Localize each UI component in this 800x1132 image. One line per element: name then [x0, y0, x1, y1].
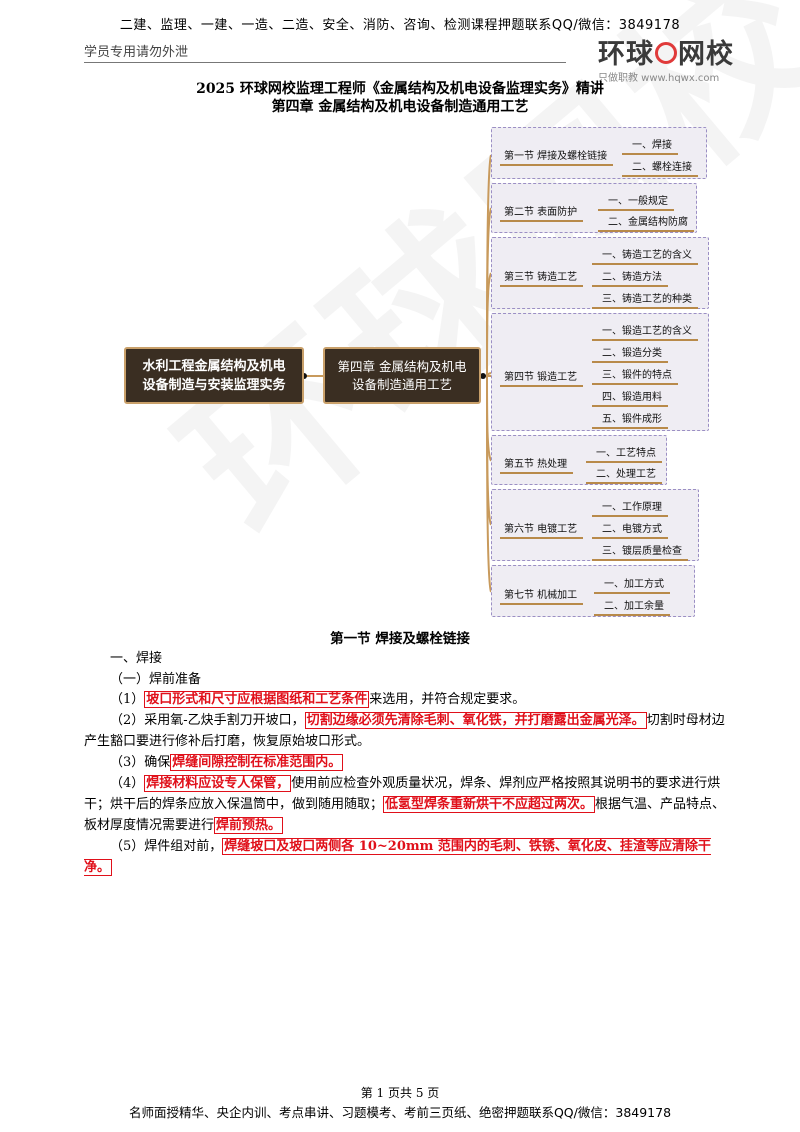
- section-item: 一、工作原理: [592, 498, 668, 517]
- p3-prefix: （3）确保: [110, 755, 171, 770]
- section-item: 三、镀层质量检查: [592, 542, 688, 561]
- mindmap-section-2: 第二节 表面防护 一、一般规定 二、金属结构防腐: [491, 183, 697, 233]
- section-label: 第一节 焊接及螺栓链接: [499, 147, 614, 166]
- section-item: 一、焊接: [622, 136, 678, 155]
- heading-welding: 一、焊接: [84, 648, 732, 669]
- section-item: 二、电镀方式: [592, 520, 668, 539]
- p4-middle: 使用前应检查外观质量状况，焊条、焊剂应严格按照其说明书的要求进行烘干；烘干后的焊…: [84, 776, 721, 812]
- section-item: 二、处理工艺: [586, 465, 662, 484]
- p2-prefix: （2）采用氧-乙炔手割刀开坡口，: [110, 713, 305, 728]
- root-line-2: 设备制造与安装监理实务: [142, 378, 286, 393]
- section-item: 二、螺栓连接: [622, 158, 698, 177]
- section-item: 三、锻件的特点: [592, 366, 678, 385]
- mindmap-section-5: 第五节 热处理 一、工艺特点 二、处理工艺: [491, 435, 667, 485]
- mindmap-section-7: 第七节 机械加工 一、加工方式 二、加工余量: [491, 565, 695, 617]
- header-divider: [84, 62, 566, 63]
- mindmap-section-3: 第三节 铸造工艺 一、铸造工艺的含义 二、铸造方法 三、铸造工艺的种类: [491, 237, 709, 309]
- section-item: 二、锻造分类: [592, 344, 668, 363]
- chapter-title: 第四章 金属结构及机电设备制造通用工艺: [271, 99, 529, 115]
- section-label: 第六节 电镀工艺: [499, 520, 584, 539]
- p4-middle-2: 根据气温、产品特点、板材厚度情况需要进行: [84, 797, 726, 833]
- logo: 环球网校 只做职教 www.hqwx.com: [598, 32, 748, 84]
- chapter-line-1: 第四章 金属结构及机电: [337, 359, 467, 374]
- section-label: 第二节 表面防护: [499, 203, 584, 222]
- mindmap-section-4: 第四节 锻造工艺 一、锻造工艺的含义 二、锻造分类 三、锻件的特点 四、锻造用料…: [491, 313, 709, 431]
- page-number: 第 1 页共 5 页: [360, 1086, 440, 1100]
- section-item: 五、锻件成形: [592, 410, 668, 429]
- paragraph-1: （1）坡口形式和尺寸应根据图纸和工艺条件来选用，并符合规定要求。: [84, 689, 732, 710]
- paragraph-4: （4）焊接材料应设专人保管，使用前应检查外观质量状况，焊条、焊剂应严格按照其说明…: [84, 773, 732, 836]
- section-label: 第五节 热处理: [499, 455, 574, 474]
- section-item: 四、锻造用料: [592, 388, 668, 407]
- section-label: 第四节 锻造工艺: [499, 368, 584, 387]
- bottom-banner: 名师面授精华、央企内训、考点串讲、习题模考、考前三页纸、绝密押题联系QQ/微信：…: [128, 1105, 672, 1120]
- paragraph-3: （3）确保焊缝间隙控制在标准范围内。: [84, 752, 732, 773]
- chapter-line-2: 设备制造通用工艺: [351, 377, 452, 392]
- paragraph-2: （2）采用氧-乙炔手割刀开坡口，切割边缘必须先清除毛刺、氧化铁，并打磨露出金属光…: [84, 710, 732, 752]
- p2-suffix: 切割时母材边产生豁口要进行修补后打磨，恢复原始坡口形式。: [84, 713, 725, 749]
- mindmap-chapter-node: 第四章 金属结构及机电 设备制造通用工艺: [323, 347, 481, 404]
- paragraph-5: （5）焊件组对前，焊缝坡口及坡口两侧各 10~20mm 范围内的毛刺、铁锈、氧化…: [84, 836, 732, 878]
- section-heading: 第一节 焊接及螺栓链接: [330, 631, 470, 647]
- logo-ring-icon: [655, 42, 677, 64]
- mindmap-section-6: 第六节 电镀工艺 一、工作原理 二、电镀方式 三、镀层质量检查: [491, 489, 699, 561]
- section-item: 二、金属结构防腐: [598, 213, 694, 232]
- section-label: 第三节 铸造工艺: [499, 268, 584, 287]
- h2-text: （一）焊前准备: [110, 672, 202, 687]
- p4-prefix: （4）: [110, 776, 145, 791]
- h1-text: 一、焊接: [110, 651, 163, 666]
- p2-highlight: 切割边缘必须先清除毛刺、氧化铁，并打磨露出金属光泽。: [304, 712, 647, 729]
- logo-wordmark: 环球网校: [598, 39, 734, 70]
- section-item: 二、铸造方法: [592, 268, 668, 287]
- heading-preparation: （一）焊前准备: [84, 669, 732, 690]
- p4-highlight-3: 焊前预热。: [214, 817, 284, 834]
- section-item: 一、工艺特点: [586, 444, 662, 463]
- p3-highlight: 焊缝间隙控制在标准范围内。: [170, 754, 344, 771]
- p1-suffix: 来选用，并符合规定要求。: [369, 692, 526, 707]
- p5-prefix: （5）焊件组对前，: [110, 839, 223, 854]
- p1-highlight: 坡口形式和尺寸应根据图纸和工艺条件: [144, 691, 370, 708]
- root-line-1: 水利工程金属结构及机电: [142, 359, 286, 374]
- document-title: 2025 环球网校监理工程师《金属结构及机电设备监理实务》精讲: [196, 81, 604, 97]
- section-item: 一、铸造工艺的含义: [592, 246, 698, 265]
- section-item: 二、加工余量: [594, 597, 670, 616]
- p1-prefix: （1）: [110, 692, 145, 707]
- top-banner: 二建、监理、一建、一造、二造、安全、消防、咨询、检测课程押题联系QQ/微信：38…: [119, 18, 681, 33]
- staff-note: 学员专用请勿外泄: [84, 45, 189, 60]
- mindmap-section-1: 第一节 焊接及螺栓链接 一、焊接 二、螺栓连接: [491, 127, 707, 179]
- section-item: 一、锻造工艺的含义: [592, 322, 698, 341]
- p4-highlight-2: 低氢型焊条重新烘干不应超过两次。: [383, 796, 596, 813]
- logo-tagline: 只做职教 www.hqwx.com: [598, 73, 720, 84]
- section-item: 一、一般规定: [598, 192, 674, 211]
- section-item: 三、铸造工艺的种类: [592, 290, 698, 309]
- mindmap-root-node: 水利工程金属结构及机电 设备制造与安装监理实务: [124, 347, 304, 404]
- p5-highlight: 焊缝坡口及坡口两侧各 10~20mm 范围内的毛刺、铁锈、氧化皮、挂渣等应清除干…: [84, 838, 711, 876]
- mindmap-connectors: [301, 154, 492, 593]
- section-label: 第七节 机械加工: [499, 586, 584, 605]
- p4-highlight-1: 焊接材料应设专人保管，: [144, 775, 292, 792]
- section-item: 一、加工方式: [594, 575, 670, 594]
